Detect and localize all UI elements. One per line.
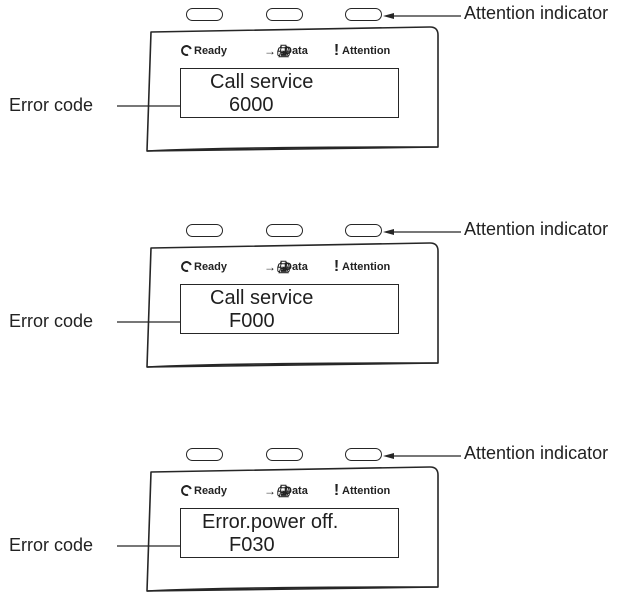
lcd-display-window: Call service F000 [180, 284, 399, 334]
ready-indicator-lamp [186, 8, 223, 21]
ready-indicator-lamp [186, 224, 223, 237]
attention-legend: ! Attention [333, 482, 390, 499]
ready-icon [179, 259, 194, 274]
panel-example-1: Attention indicator Error code Ready →🖨 … [0, 0, 642, 160]
ready-label: Ready [194, 484, 228, 497]
ready-icon [179, 43, 194, 58]
ready-label: Ready [194, 260, 228, 273]
data-legend: →🖨 Data [264, 482, 308, 499]
display-message: Call service [210, 287, 314, 309]
ready-legend: Ready [179, 482, 228, 499]
attention-label: Attention [342, 44, 391, 57]
attention-callout-arrowhead [383, 453, 394, 459]
data-legend: →🖨 Data [264, 42, 308, 59]
lcd-display-window: Error.power off. F030 [180, 508, 399, 558]
display-message: Error.power off. [202, 511, 339, 533]
exclamation-icon: ! [333, 41, 340, 59]
attention-indicator-label: Attention indicator [464, 443, 609, 463]
panel-body-outline [146, 26, 439, 152]
panel-body-outline [146, 466, 439, 592]
ready-icon [179, 483, 194, 498]
attention-indicator-label: Attention indicator [464, 219, 609, 239]
data-label: Data [284, 44, 308, 57]
data-transfer-icon: →🖨 [264, 43, 292, 58]
ready-label: Ready [194, 44, 228, 57]
attention-label: Attention [342, 484, 391, 497]
ready-indicator-lamp [186, 448, 223, 461]
panel-body-outline [146, 242, 439, 368]
error-code-value: F000 [229, 310, 275, 332]
panel-example-3: Attention indicator Error code Ready →🖨 … [0, 440, 642, 600]
exclamation-icon: ! [333, 481, 340, 499]
data-legend: →🖨 Data [264, 258, 308, 275]
panel-bottom-curve [146, 146, 439, 152]
error-code-value: 6000 [229, 94, 274, 116]
attention-indicator-label: Attention indicator [464, 3, 609, 23]
error-code-label: Error code [9, 535, 94, 555]
data-label: Data [284, 260, 308, 273]
attention-callout-arrowhead [383, 13, 394, 19]
data-indicator-lamp [266, 8, 303, 21]
data-indicator-lamp [266, 448, 303, 461]
attention-indicator-lamp [345, 224, 382, 237]
attention-indicator-lamp [345, 8, 382, 21]
panel-bottom-curve [146, 362, 439, 368]
panel-example-2: Attention indicator Error code Ready →🖨 … [0, 216, 642, 376]
error-code-value: F030 [229, 534, 275, 556]
attention-legend: ! Attention [333, 258, 390, 275]
panel-bottom-curve [146, 586, 439, 592]
data-transfer-icon: →🖨 [264, 483, 292, 498]
data-indicator-lamp [266, 224, 303, 237]
ready-legend: Ready [179, 42, 228, 59]
attention-callout-arrowhead [383, 229, 394, 235]
data-label: Data [284, 484, 308, 497]
error-code-label: Error code [9, 311, 94, 331]
exclamation-icon: ! [333, 257, 340, 275]
attention-indicator-lamp [345, 448, 382, 461]
ready-legend: Ready [179, 258, 228, 275]
attention-label: Attention [342, 260, 391, 273]
attention-legend: ! Attention [333, 42, 390, 59]
lcd-display-window: Call service 6000 [180, 68, 399, 118]
data-transfer-icon: →🖨 [264, 259, 292, 274]
error-code-label: Error code [9, 95, 94, 115]
display-message: Call service [210, 71, 314, 93]
